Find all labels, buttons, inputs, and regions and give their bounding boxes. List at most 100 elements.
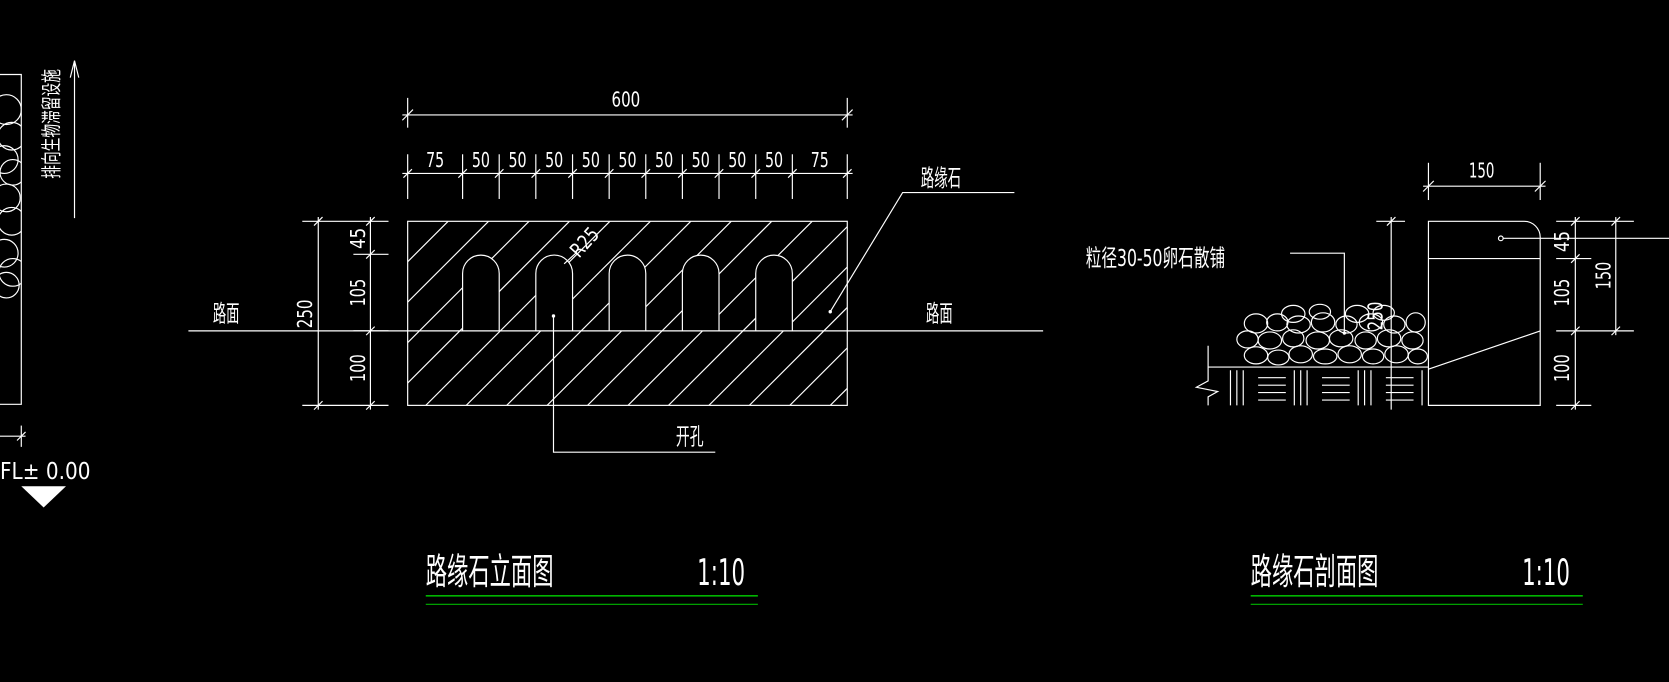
dimension-tick [1611,216,1621,226]
pebble [1384,345,1409,364]
dimension-tick [1386,216,1396,226]
pebble [1243,346,1269,365]
dimension-tick [1570,326,1581,336]
dimension-tick [313,216,323,226]
pebble [1243,313,1269,334]
dimension-tick [1570,216,1581,226]
gravel-fill [0,94,22,299]
pebble [1328,329,1354,348]
level-marker-icon [21,486,66,508]
dimension-tick [365,400,376,411]
overall-height-dim: 250 [293,300,317,329]
hatch-line [708,266,848,406]
curb-section-view: 150 45 105 100 150 250 粒径3 [1086,159,1669,605]
pebble [1266,313,1289,332]
hatch-line [506,221,692,406]
height-dim-bottom: 100 [346,354,370,382]
leader-dot [1497,235,1504,242]
segment-dim: 50 [582,148,600,172]
pebble [1407,348,1428,365]
curb-leader [829,191,1015,313]
pebble [1280,304,1306,323]
left-detail: 排向生物滞留设施 FL± 0.00 [0,60,90,508]
dimension-tick [16,431,26,441]
flow-arrow-icon [69,60,80,219]
dimension-tick [604,168,614,179]
dimension-tick [677,168,688,179]
hatch-line [789,347,848,406]
dimension-tick [365,216,376,226]
height-dim-top: 45 [346,228,370,249]
elevation-title: 路缘石立面图 [426,550,554,593]
gravel-circle [0,145,19,175]
top-width-dim: 150 [1469,159,1495,183]
curb-slope-line [1428,330,1541,370]
overall-width-dim: 600 [612,87,641,111]
segment-dim: 50 [765,148,783,172]
section-scale: 1:10 [1522,551,1570,594]
gravel-circle [0,206,22,236]
drain-opening [755,254,793,331]
hatch-line [425,221,611,406]
dimension-tick [457,168,468,179]
segment-dim: 75 [811,148,829,172]
dimension-tick [313,400,323,411]
pebble [1361,348,1385,365]
segment-dim: 50 [508,148,526,172]
hatch-line [829,387,848,406]
segment-dim: 50 [728,148,746,172]
hatch-line [748,306,848,406]
dimension-tick [841,109,854,121]
segment-dim: 50 [655,148,673,172]
opening-leader [552,315,716,453]
pebble [1376,329,1402,348]
drain-opening [681,254,720,331]
floor-level-label: FL± 0.00 [0,457,90,485]
gravel-circle [0,271,20,299]
segment-dim: 50 [692,148,710,172]
pebble [1401,331,1424,350]
pebble-note: 粒径30-50卵石散铺 [1086,244,1225,272]
drain-opening [462,254,500,331]
pebble-leader [1290,252,1345,334]
pebble [1335,315,1358,334]
gravel-circle [0,183,21,213]
height-dim-middle: 105 [346,279,370,307]
segment-ticks [402,154,852,199]
segment-dim: 75 [426,148,444,172]
curb-outline [407,220,848,406]
pebble [1337,345,1362,364]
curb-label: 路缘石 [921,164,961,192]
gravel-circle [0,257,22,287]
dimension-tick [1534,180,1546,192]
hatch-line [407,221,530,344]
dimension-tick [787,168,798,179]
curb-section-outline [1427,220,1541,406]
radius-leader [563,251,578,265]
radius-label: R25 [565,222,604,262]
leader-dot [1342,331,1347,335]
section-height-dim-top: 45 [1550,231,1574,252]
pebble [1308,303,1332,320]
hatch-line [627,221,813,406]
pebble [1310,312,1336,333]
pebble [1288,345,1314,364]
pebble [1383,315,1406,334]
pebble [1305,331,1331,350]
curb-elevation-view: 600 75 50 50 50 50 50 50 50 50 50 75 45 … [188,87,1044,605]
dimension-tick [1570,400,1581,411]
pebble [1372,304,1395,321]
dimension-tick [714,168,724,179]
dimension-tick [402,168,413,179]
pebble-layer [1236,303,1428,366]
hatch-line [587,221,773,406]
road-surface-label-left: 路面 [213,299,240,327]
opening-label: 开孔 [676,423,704,451]
hatch-line [407,221,489,303]
flow-direction-note: 排向生物滞留设施 [40,69,64,179]
pebble [1267,349,1290,366]
dimension-tick [494,168,504,179]
section-height-dim-bottom: 100 [1550,354,1574,382]
dimension-tick [567,168,578,179]
